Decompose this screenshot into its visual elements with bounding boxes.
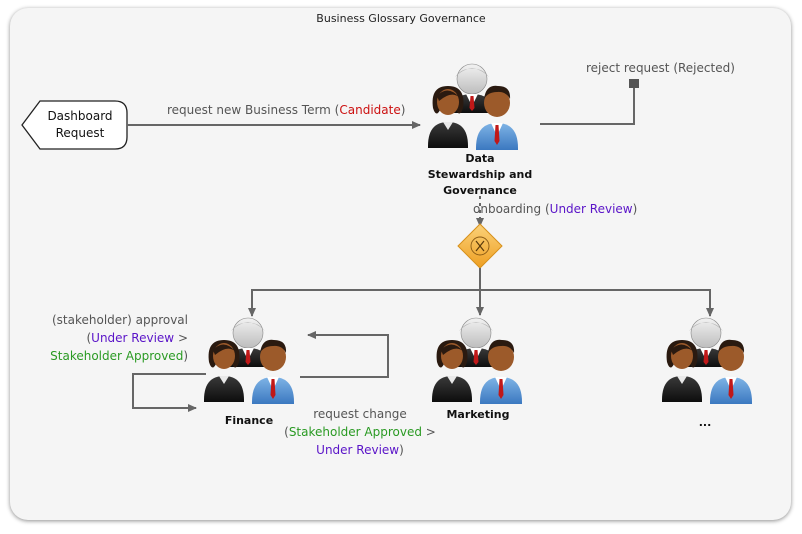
- dashboard-request-shape[interactable]: [21, 100, 128, 150]
- edge-reject: [540, 84, 635, 125]
- request-change-close: ): [399, 443, 404, 457]
- dsg-people-group-icon[interactable]: [427, 63, 519, 151]
- approval-label: (stakeholder) approval (Under Review > S…: [38, 311, 188, 365]
- approval-status-under-review: Under Review: [91, 331, 175, 345]
- request-new-close: ): [400, 103, 406, 117]
- dashboard-request-label: Dashboard Request: [40, 108, 120, 142]
- marketing-label: Marketing: [446, 408, 510, 421]
- onboarding-close: ): [632, 202, 638, 216]
- dsg-label-line3: Governance: [443, 184, 517, 197]
- approval-close: ): [183, 349, 188, 363]
- dsg-label: Data Stewardship and Governance: [420, 151, 540, 199]
- marketing-people-group-icon[interactable]: [431, 317, 523, 405]
- finance-label: Finance: [224, 414, 274, 427]
- dsg-label-line2: Stewardship and: [427, 168, 533, 181]
- dashboard-label-line1: Dashboard: [47, 109, 113, 123]
- approval-open: (: [86, 331, 92, 345]
- edge-request-change-loop: [300, 331, 389, 378]
- reject-end-marker: [629, 79, 639, 88]
- approval-sep: >: [174, 331, 188, 345]
- exclusive-gateway-icon[interactable]: [457, 223, 503, 269]
- other-people-group-icon[interactable]: [661, 317, 753, 405]
- diagram-title: Business Glossary Governance: [316, 12, 486, 25]
- onboarding-text: onboarding (: [473, 202, 550, 216]
- approval-status-approved: Stakeholder Approved: [50, 349, 184, 363]
- status-under-review: Under Review: [549, 202, 633, 216]
- request-change-line1: request change: [313, 407, 407, 421]
- other-label: ...: [698, 416, 712, 429]
- edge-approval-loop: [132, 373, 206, 412]
- onboarding-label: onboarding (Under Review): [473, 202, 637, 216]
- request-change-label: request change (Stakeholder Approved > U…: [280, 405, 440, 459]
- request-new-label: request new Business Term (Candidate): [167, 103, 405, 117]
- request-change-status-approved: Stakeholder Approved: [288, 425, 422, 439]
- request-new-text: request new Business Term (: [167, 103, 340, 117]
- finance-people-group-icon[interactable]: [203, 317, 295, 405]
- diagram-canvas: [10, 8, 791, 520]
- dashboard-label-line2: Request: [55, 126, 105, 140]
- status-candidate: Candidate: [339, 103, 401, 117]
- approval-line1: (stakeholder) approval: [52, 313, 188, 327]
- dsg-label-line1: Data: [465, 152, 495, 165]
- reject-label: reject request (Rejected): [586, 61, 735, 75]
- request-change-status-under-review: Under Review: [316, 443, 400, 457]
- request-change-sep: >: [421, 425, 436, 439]
- request-change-open: (: [284, 425, 289, 439]
